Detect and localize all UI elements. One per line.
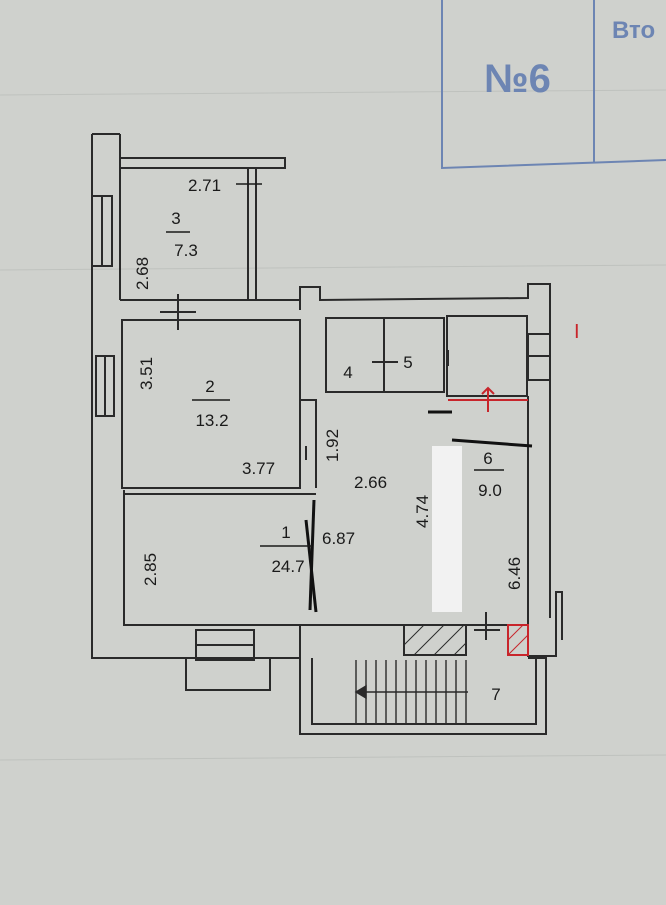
room-labels: 3 7.3 2 13.2 4 5 6 9.0 1 24.7 7 (166, 209, 504, 704)
room-1-area: 24.7 (271, 557, 304, 576)
door-ticks (160, 294, 500, 640)
dim-4-74: 4.74 (413, 495, 432, 528)
room-6-area: 9.0 (478, 481, 502, 500)
marker-scribbles (304, 410, 533, 613)
dim-2-68: 2.68 (133, 257, 152, 290)
red-marker (448, 386, 528, 412)
dim-6-87: 6.87 (322, 529, 355, 548)
paper-grid (0, 89, 666, 761)
room-1-number: 1 (281, 523, 290, 542)
hatched-column (403, 624, 529, 656)
room-2-area: 13.2 (195, 411, 228, 430)
room-6-number: 6 (483, 449, 492, 468)
room-4-number: 4 (343, 363, 352, 382)
room-3-area: 7.3 (174, 241, 198, 260)
whited-out-area (432, 446, 462, 612)
dim-6-46: 6.46 (505, 557, 524, 590)
dim-3-51: 3.51 (137, 357, 156, 390)
room-7-number: 7 (491, 685, 500, 704)
dim-1-92: 1.92 (323, 429, 342, 462)
room-2-number: 2 (205, 377, 214, 396)
dim-2-71: 2.71 (188, 176, 221, 195)
stamp-number: №6 (484, 57, 551, 101)
section-mark: I (574, 321, 580, 343)
room-5-number: 5 (403, 353, 412, 372)
dim-2-85: 2.85 (141, 553, 160, 586)
stairs (354, 660, 468, 724)
stamp-box (441, 0, 666, 170)
room-3-number: 3 (171, 209, 180, 228)
dimension-labels: 2.71 2.68 3.51 3.77 1.92 2.66 4.74 6.87 … (133, 176, 524, 590)
dim-2-66: 2.66 (354, 473, 387, 492)
dim-3-77: 3.77 (242, 459, 275, 478)
stamp-side-text: Вто (612, 17, 655, 44)
